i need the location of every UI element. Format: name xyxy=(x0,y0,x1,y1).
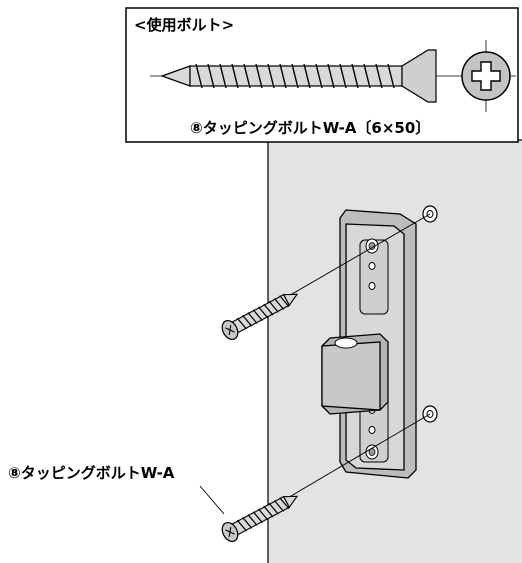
bolt-detail-caption: ⑧タッピングボルトW-A〔6×50〕 xyxy=(190,119,430,137)
tapping-bolt-side-view xyxy=(160,49,437,103)
bolt-detail-box: <使用ボルト> ⑧タッピングボルトW-A〔6×50〕 xyxy=(125,7,519,143)
hinge-bracket xyxy=(321,209,417,479)
bolt-detail-title: <使用ボルト> xyxy=(134,16,234,34)
tapping-bolt-lower xyxy=(221,495,299,543)
tapping-bolt-upper xyxy=(221,293,299,341)
callout-leader-line xyxy=(199,485,225,515)
phillips-head-icon xyxy=(461,40,511,112)
bolt-callout-label: ⑧タッピングボルトW-A xyxy=(8,464,175,482)
